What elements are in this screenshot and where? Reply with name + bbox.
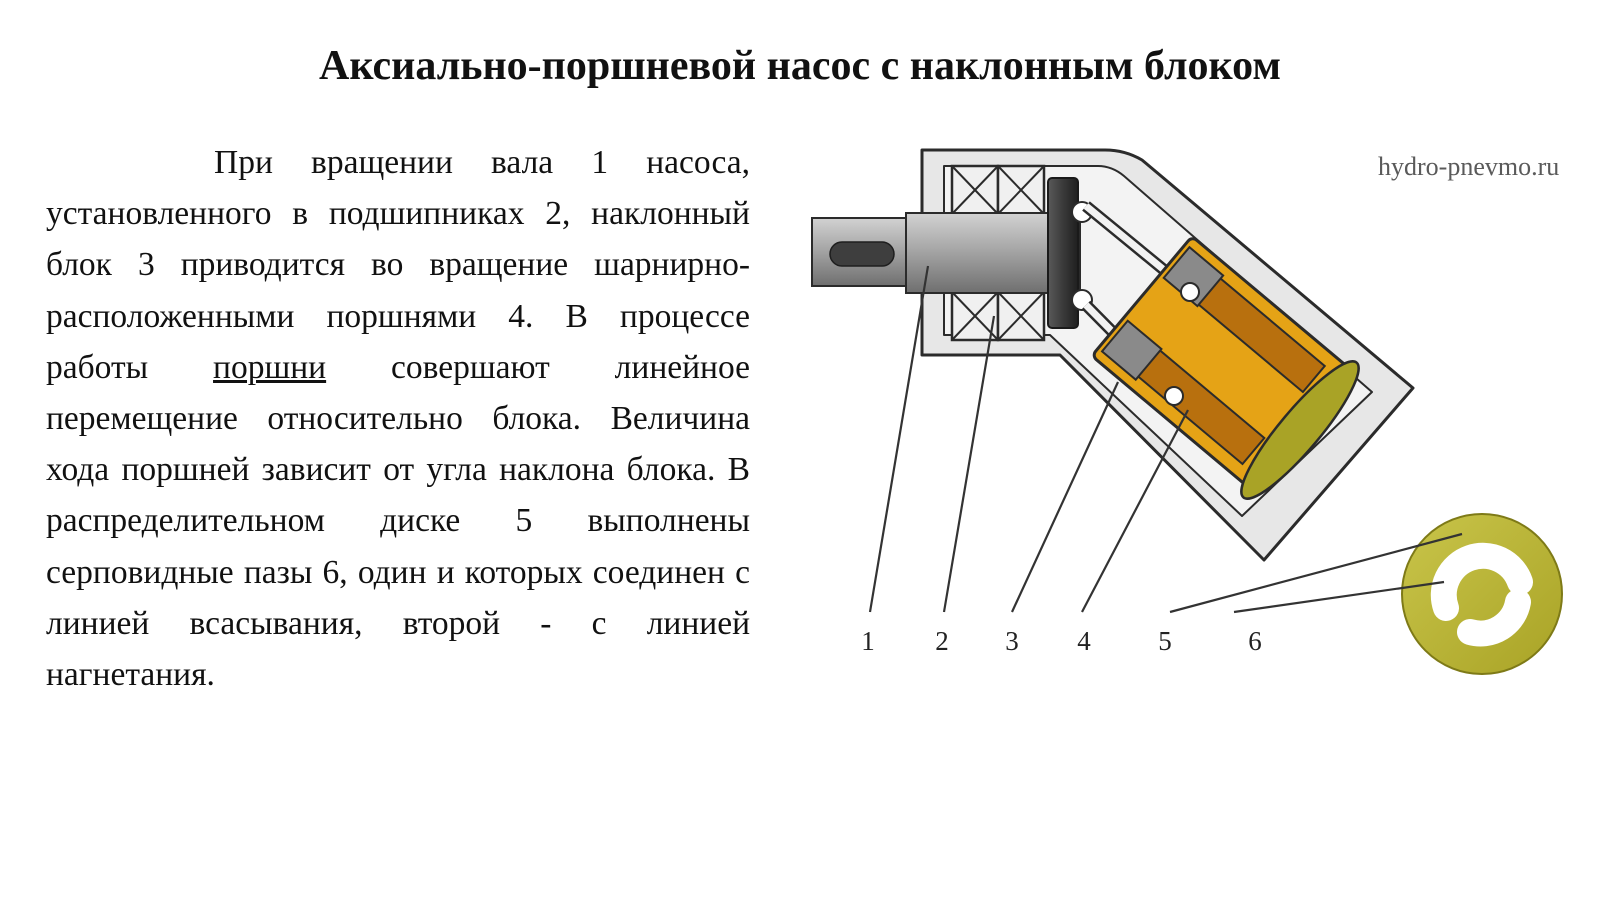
callout-5: 5 [1158,626,1172,656]
inclined-cylinder-block [1092,237,1356,494]
kidney-slot-lower [1457,589,1531,647]
callout-3: 3 [1005,626,1019,656]
leader-lines [868,265,1463,614]
kidney-slot-upper [1430,542,1533,621]
paragraph-text-start: При вращении вала 1 насоса, установленно… [46,144,750,386]
bearing-upper [950,164,1046,216]
piston-joint-lower [1164,386,1184,406]
distributor-plate-internal [1240,360,1360,500]
drive-shaft [811,177,1081,329]
callout-1: 1 [861,626,875,656]
callout-2: 2 [935,626,949,656]
bearing-lower [950,290,1046,342]
source-watermark: hydro-pnevmo.ru [1378,152,1560,181]
distributor-disc [1401,513,1563,675]
underlined-word-porshni: поршни [213,348,327,386]
description-paragraph: При вращении вала 1 насоса, установленно… [46,137,750,700]
callout-4: 4 [1077,626,1091,656]
page-title: Аксиально-поршневой насос с наклонным бл… [319,43,1281,89]
callout-6: 6 [1248,626,1262,656]
piston-joint-upper [1180,282,1200,302]
paragraph-text-end: совершают линейное перемещение относител… [46,348,751,694]
